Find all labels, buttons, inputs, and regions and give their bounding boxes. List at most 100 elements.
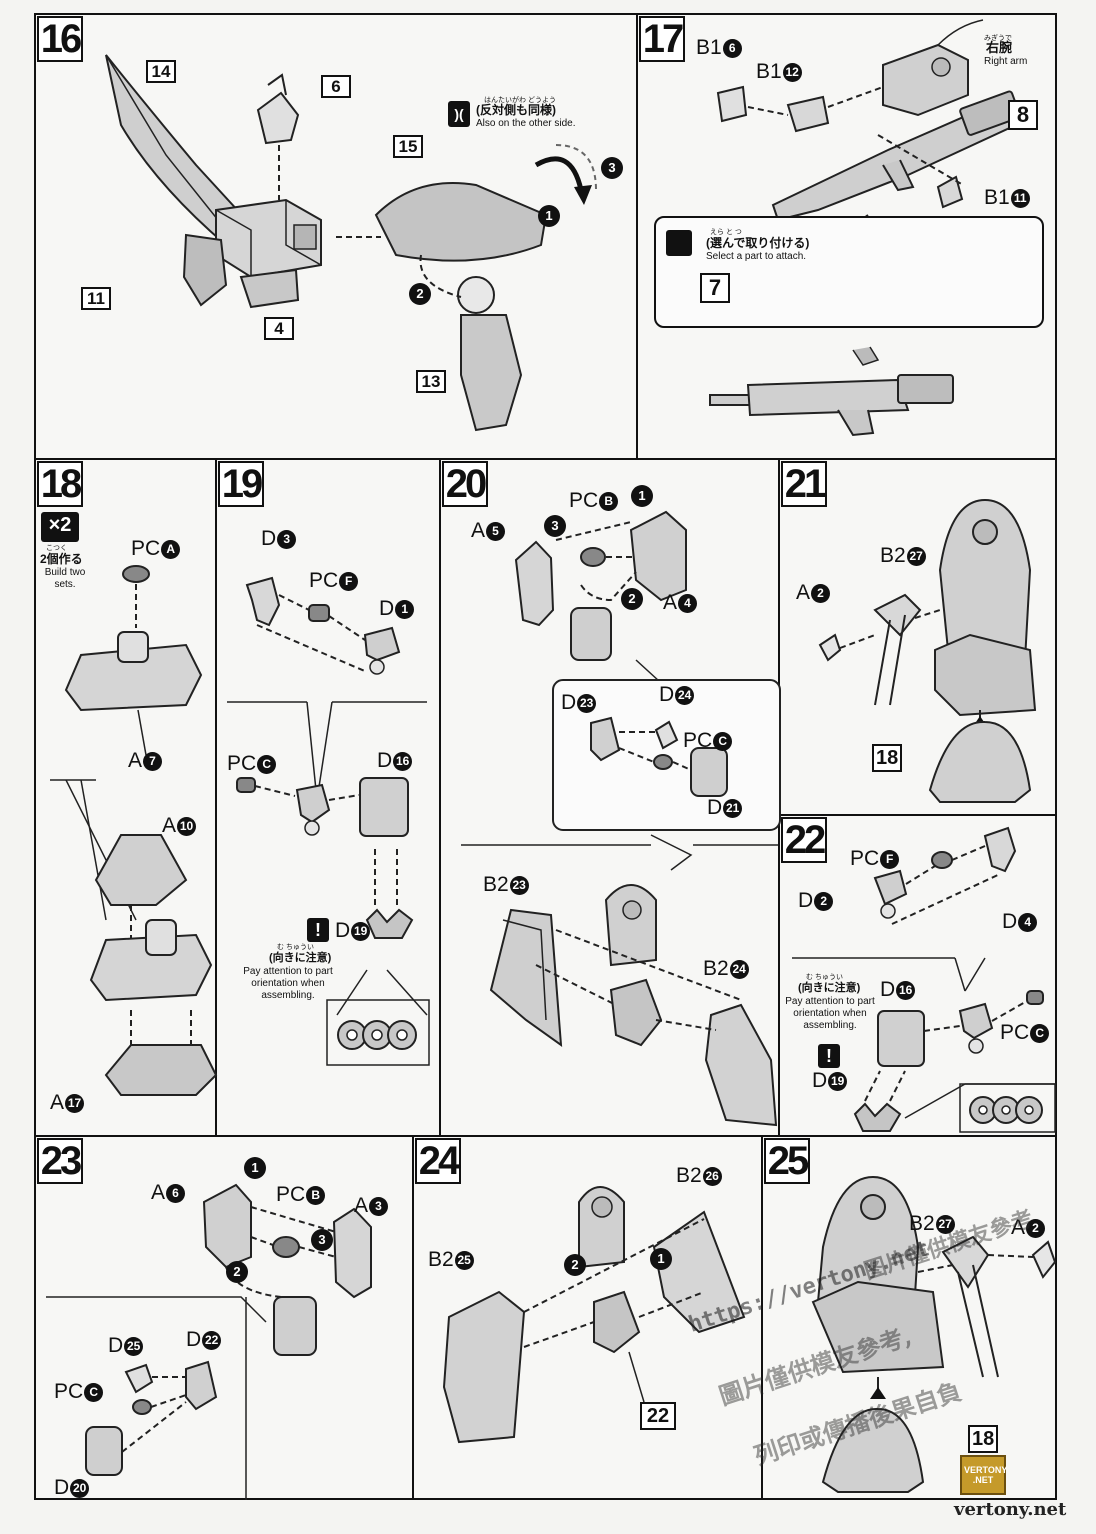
build-jp: 2個作る	[40, 552, 83, 566]
step-19-panel: 19	[217, 460, 439, 1135]
select-icon	[666, 230, 692, 256]
part-14-label: 14	[146, 60, 176, 83]
part-8-label: 8	[1008, 100, 1038, 130]
step-number: 18	[37, 461, 83, 507]
divider-16-17	[636, 15, 638, 458]
step-16-illustration	[105, 54, 597, 432]
part-18-label: 18	[968, 1425, 998, 1453]
seq-1: 1	[650, 1248, 672, 1270]
warn-jp: (向きに注意)	[798, 982, 861, 994]
footer-watermark: vertony.net	[954, 1499, 1067, 1520]
seq-2: 2	[409, 283, 431, 305]
warn-en: Pay attention to part orientation when a…	[243, 966, 333, 1001]
part-13-label: 13	[416, 370, 446, 393]
select-callout	[654, 216, 1044, 328]
note-jp: (反対側も同様)	[476, 103, 556, 117]
divider-row3	[36, 1135, 1057, 1137]
build-ruby: こつく	[46, 545, 67, 552]
step-20-panel: 20	[441, 460, 781, 1135]
warning-icon: !	[307, 918, 329, 942]
part-15-label: 15	[393, 135, 423, 158]
arm-jp: 右腕	[986, 40, 1013, 55]
step-number: 23	[37, 1138, 83, 1184]
select-ruby: えら と つ	[710, 229, 742, 236]
arm-ruby: みぎうで	[984, 35, 1012, 42]
divider-23-24	[412, 1135, 414, 1500]
step-number: 20	[442, 461, 488, 507]
step-number: 21	[781, 461, 827, 507]
part-11-label: 11	[81, 287, 111, 310]
seq-1: 1	[631, 485, 653, 507]
step-18-illustration	[50, 565, 218, 1096]
step-22-illustration	[792, 826, 1056, 1133]
arm-en: Right arm	[984, 56, 1028, 67]
warn-ruby: む ちゅうい	[277, 944, 314, 951]
step-19-illustration	[227, 576, 430, 1066]
part-6-label: 6	[321, 75, 351, 98]
build-two-badge: ×2	[41, 512, 79, 542]
step-25-illustration	[811, 1175, 1057, 1493]
divider-18-19	[215, 458, 217, 1135]
step-number: 25	[764, 1138, 810, 1184]
select-en: Select a part to attach.	[706, 251, 807, 262]
step-22-panel: 22	[780, 816, 1057, 1135]
step-number: 24	[415, 1138, 461, 1184]
note-ruby: はんたいがわ どうよう	[484, 97, 556, 104]
step-23-illustration	[46, 1183, 372, 1500]
step-21-illustration	[818, 498, 1037, 803]
seq-1: 1	[538, 205, 560, 227]
part-22-label: 22	[640, 1402, 676, 1430]
part-7-label: 7	[700, 273, 730, 303]
warn-jp: (向きに注意)	[269, 952, 332, 964]
divider-19-20	[439, 458, 441, 1135]
part-18-label: 18	[872, 744, 902, 772]
vertony-logo: VERTONY .NET	[960, 1455, 1008, 1495]
divider-24-25	[761, 1135, 763, 1500]
step-number: 16	[37, 16, 83, 62]
divider-row1	[36, 458, 1057, 460]
step-number: 17	[639, 16, 685, 62]
step-number: 22	[781, 817, 827, 863]
step-24-illustration	[442, 1186, 746, 1444]
note-en: Also on the other side.	[476, 118, 576, 129]
step-number: 19	[218, 461, 264, 507]
logo-top-text: VERTONY	[964, 1465, 1008, 1475]
logo-bottom-text: .NET	[972, 1475, 994, 1485]
step-16-panel: 16 1	[36, 15, 636, 458]
page-frame: 16 1	[34, 13, 1057, 1500]
select-jp: (選んで取り付ける)	[706, 236, 810, 250]
build-en: Build two sets.	[44, 567, 86, 590]
